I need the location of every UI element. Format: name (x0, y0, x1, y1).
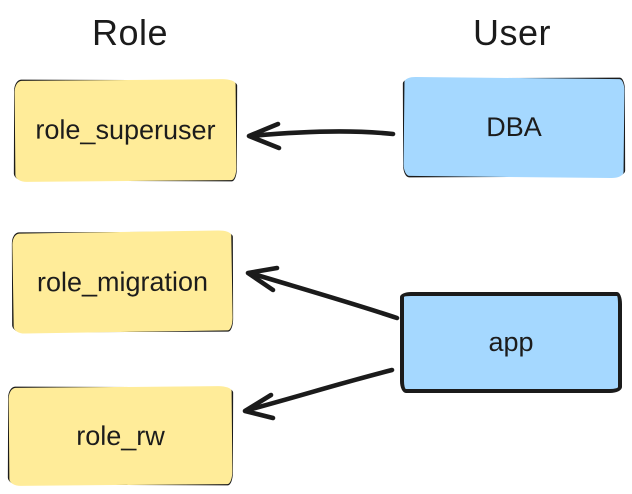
column-heading-role: Role (91, 12, 169, 53)
arrow-app-to-role-rw (242, 367, 395, 421)
arrow-app-to-role-migration (245, 265, 400, 321)
column-heading-user: User (472, 12, 551, 53)
user-box-dba-label: DBA (486, 111, 542, 143)
user-box-app-label: app (488, 327, 534, 357)
user-box-app: app (400, 292, 622, 393)
role-box-role-migration-label: role_migration (36, 266, 209, 297)
role-box-role-migration: role_migration (11, 231, 234, 333)
role-box-role-superuser-label: role_superuser (35, 114, 216, 146)
role-box-role-rw-label: role_rw (76, 420, 165, 451)
role-box-role-rw: role_rw (7, 386, 234, 486)
arrow-dba-to-role-superuser (246, 121, 396, 151)
user-box-dba: DBA (402, 77, 626, 178)
role-box-role-superuser: role_superuser (13, 79, 238, 182)
